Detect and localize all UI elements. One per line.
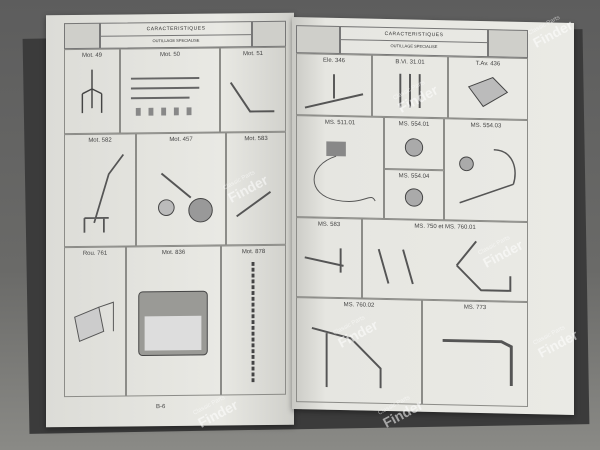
tool-cell: MS. 583	[296, 217, 362, 299]
tool-cell: MS. 554.01	[384, 116, 444, 171]
header-subtitle: OUTILLAGE SPECIALISE	[152, 37, 200, 44]
tool-cell: MS. 750 et MS. 760.01	[362, 218, 528, 302]
tool-cell: Mot. 582	[64, 133, 136, 248]
tool-cell: Mot. 583	[226, 131, 286, 246]
chain-icon	[251, 261, 255, 384]
engine-logo	[296, 25, 340, 55]
drift-set-icon	[158, 172, 213, 223]
engine-support-icon	[311, 326, 382, 389]
tool-cell: Mot. 50	[120, 47, 220, 134]
tool-case-icon	[138, 290, 208, 357]
tool-cell: Mot. 878	[221, 244, 286, 396]
tool-cell: Mot. 49	[64, 48, 120, 135]
clamp-icon	[304, 248, 344, 273]
tool-cell: Ele. 346	[296, 53, 372, 117]
tool-cell: MS. 760.02	[296, 297, 422, 405]
right-page: CARACTERISTIQUES OUTILLAGE SPECIALISE El…	[292, 17, 574, 415]
socket-icon	[404, 188, 424, 207]
lever-tool-icon	[229, 82, 275, 113]
gauge-tool-icon	[459, 149, 516, 204]
pin-set-icon	[130, 77, 200, 116]
bracket-icon	[467, 77, 509, 108]
tool-cell: Mot. 51	[220, 46, 286, 133]
left-page: CARACTERISTIQUES OUTILLAGE SPECIALISE Mo…	[46, 12, 294, 428]
bar-tool-icon	[83, 153, 125, 233]
tool-cell: B.Vi. 31.01	[372, 54, 448, 119]
tool-cell: MS. 554.04	[384, 168, 444, 221]
tool-cell: MS. 773	[422, 299, 528, 407]
tool-cell: MS. 511.01	[296, 115, 384, 219]
puller-icon	[81, 69, 103, 114]
socket-icon	[404, 138, 424, 157]
header-subtitle: OUTILLAGE SPECIALISE	[390, 43, 438, 50]
pliers-icon	[236, 191, 272, 218]
cable-tester-icon	[313, 141, 376, 202]
engine-logo	[64, 22, 100, 50]
tool-cell: MS. 554.03	[444, 118, 528, 222]
page-number: B-6	[156, 404, 166, 411]
tool-cell: T.Av. 436	[448, 56, 528, 120]
page-header: CARACTERISTIQUES OUTILLAGE SPECIALISE	[100, 21, 252, 49]
tool-cell: Mot. 836	[126, 245, 221, 397]
page-header: CARACTERISTIQUES OUTILLAGE SPECIALISE	[340, 26, 488, 58]
support-brackets-icon	[377, 240, 512, 292]
tool-cell: Rou. 761	[64, 246, 126, 398]
pins-icon	[399, 73, 421, 109]
probe-icon	[304, 74, 364, 109]
engine-logo	[252, 20, 286, 48]
engine-logo	[488, 29, 528, 58]
hook-bar-icon	[442, 338, 513, 387]
tool-cell: Mot. 457	[136, 132, 226, 247]
plate-tool-icon	[74, 301, 114, 342]
